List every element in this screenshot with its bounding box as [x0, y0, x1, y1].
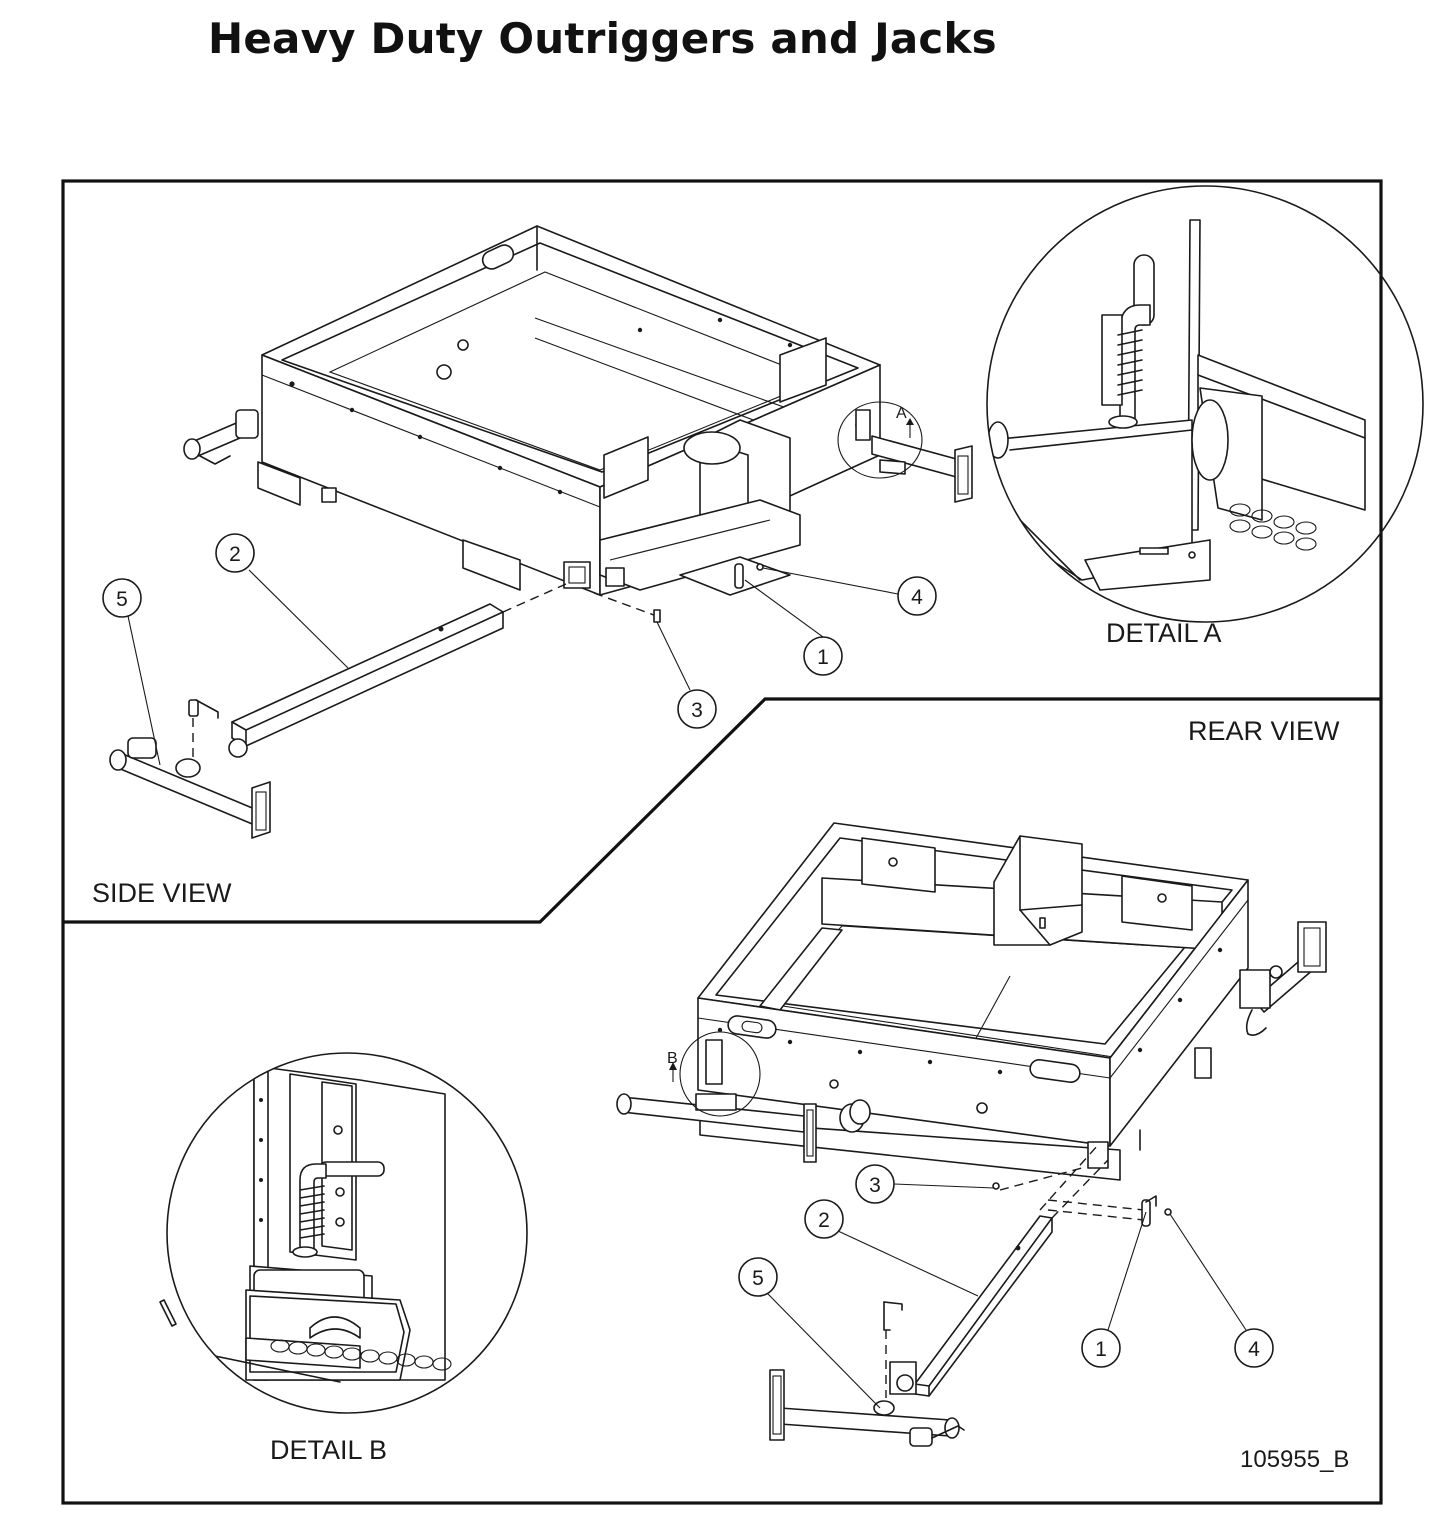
- side-view-extended-outrigger: [855, 409, 973, 503]
- side-view-label: SIDE VIEW: [92, 878, 232, 908]
- callout-rear-2-circle: [804, 1199, 844, 1239]
- callout-side-1: 1: [817, 646, 829, 669]
- callout-side-3-circle: [677, 689, 717, 729]
- callout-side-5-circle: [102, 578, 142, 618]
- detail-b-marker-circle: [679, 1031, 761, 1117]
- callout-side-5: 5: [116, 588, 128, 611]
- rear-view-extended-outrigger: [616, 1039, 871, 1163]
- callout-rear-3: 3: [869, 1174, 881, 1197]
- callout-side-2-circle: [215, 533, 255, 573]
- callout-rear-4-circle: [1234, 1328, 1274, 1368]
- callout-side-1-circle: [803, 636, 843, 676]
- rear-view-label: REAR VIEW: [1188, 716, 1340, 746]
- callout-rear-1-circle: [1081, 1328, 1121, 1368]
- rear-view-callouts: 1 2 3 4 5: [738, 1164, 1274, 1409]
- callout-rear-5-circle: [738, 1257, 778, 1297]
- detail-b-view: [159, 1052, 528, 1414]
- callout-rear-5: 5: [752, 1267, 764, 1290]
- detail-a-marker-letter: A: [896, 405, 907, 422]
- callout-side-3: 3: [691, 699, 703, 722]
- side-view-frame: [257, 225, 881, 596]
- callout-side-4: 4: [911, 586, 923, 609]
- callout-rear-4: 4: [1248, 1338, 1260, 1361]
- side-view-rear-jack: [183, 409, 259, 465]
- detail-b-label: DETAIL B: [270, 1435, 387, 1465]
- rear-view-rear-jack: [1239, 921, 1327, 1036]
- callout-rear-3-circle: [855, 1164, 895, 1204]
- side-view-callouts: 1 2 3 4 5: [102, 533, 937, 766]
- drawing-border: [61, 179, 1383, 1505]
- callout-rear-1: 1: [1095, 1338, 1107, 1361]
- callout-rear-2: 2: [818, 1209, 830, 1232]
- detail-a-marker-circle: [837, 401, 923, 479]
- page-title: Heavy Duty Outriggers and Jacks: [208, 14, 997, 63]
- rear-view-frame: [697, 822, 1249, 1181]
- panel-divider: [63, 697, 1381, 924]
- callout-side-2: 2: [229, 543, 241, 566]
- detail-a-view: [986, 185, 1424, 623]
- drawing-number: 105955_B: [1240, 1446, 1349, 1473]
- side-view-exploded-outrigger: [109, 563, 764, 839]
- callout-side-4-circle: [897, 576, 937, 616]
- detail-b-marker-letter: B: [667, 1050, 678, 1067]
- detail-a-label: DETAIL A: [1106, 618, 1222, 648]
- rear-view-exploded-outrigger: [769, 1144, 1172, 1447]
